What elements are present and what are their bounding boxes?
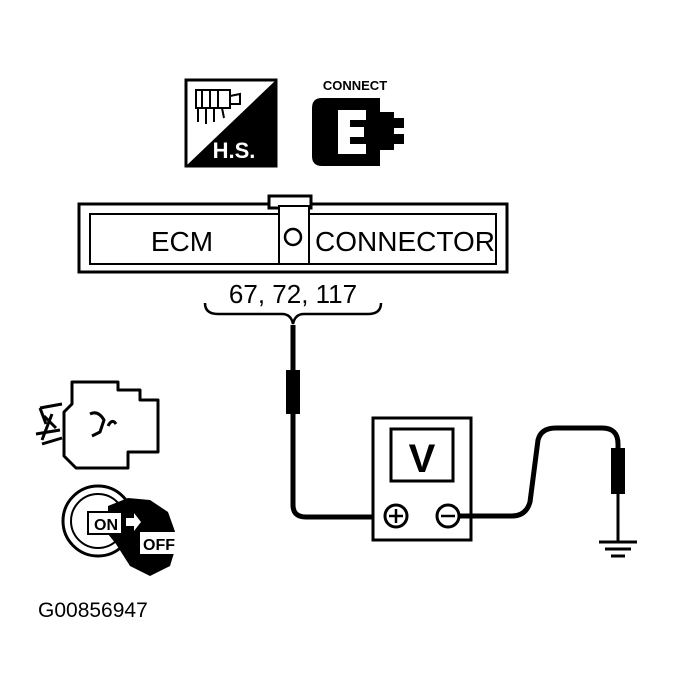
negative-terminal-icon xyxy=(435,503,461,529)
ecm-connector: ECM CONNECTOR 67, 72, 117 xyxy=(77,194,509,325)
voltmeter: V xyxy=(371,416,473,542)
ignition-key-icon: ON OFF xyxy=(61,484,180,576)
figure-code: G00856947 xyxy=(38,599,148,622)
connector-label: CONNECTOR xyxy=(315,226,495,257)
pin-numbers: 67, 72, 117 xyxy=(229,279,357,309)
harness-side-icon: H.S. xyxy=(184,78,278,168)
connect-icon: CONNECT xyxy=(312,78,404,166)
pin-brace xyxy=(203,302,383,325)
ecm-label: ECM xyxy=(151,226,213,257)
voltmeter-display xyxy=(389,427,455,483)
connector-lock-icon xyxy=(283,227,303,247)
ignition-off-label: OFF xyxy=(143,537,175,554)
engine-icon xyxy=(35,380,160,470)
ignition-on-label: ON xyxy=(94,517,118,534)
positive-probe-lead xyxy=(286,325,387,520)
hs-label: H.S. xyxy=(213,138,256,163)
negative-probe-lead xyxy=(459,425,625,542)
positive-terminal-icon xyxy=(383,503,409,529)
ground-icon xyxy=(599,540,637,558)
voltmeter-v-label: V xyxy=(409,437,436,481)
connect-label: CONNECT xyxy=(323,78,387,93)
arrow-right-icon xyxy=(126,513,141,531)
